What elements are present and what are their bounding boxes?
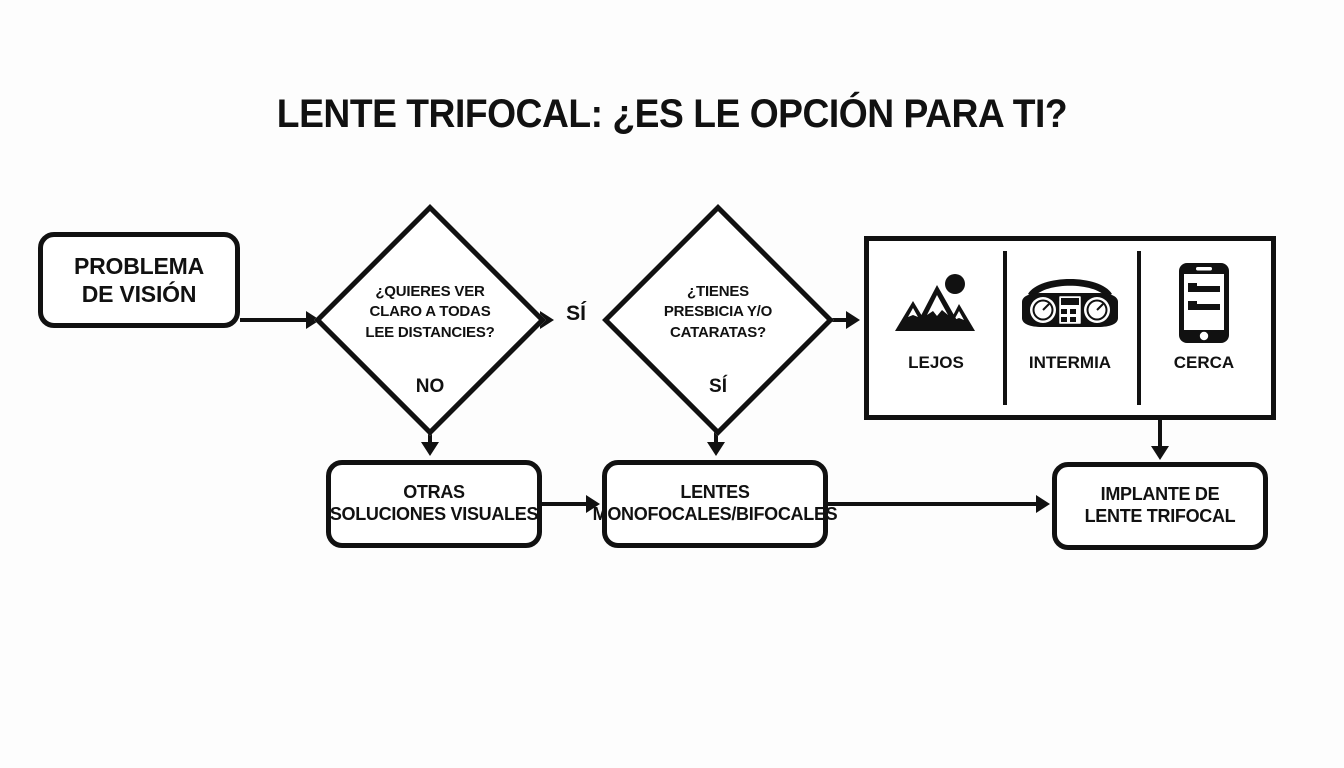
panel-label-cerca: CERCA (1173, 353, 1235, 372)
node-decision-distancias[interactable]: ¿QUIERES VER CLARO A TODAS LEE DISTANCIE… (314, 204, 546, 436)
decision1-line3: LEE DISTANCIES? (365, 323, 495, 341)
arrowhead-mono-to-implante (1036, 495, 1050, 513)
mountains-sun-icon (893, 257, 979, 349)
panel-lejos[interactable]: LEJOS (869, 241, 1003, 415)
decision2-line2: PRESBICIA Y/O (663, 303, 773, 321)
vision-ranges-panel: LEJOS (864, 236, 1276, 420)
panel-intermia[interactable]: INTERMIA (1003, 241, 1137, 415)
mono-box-line2: MONOFOCALES/BIFOCALES (592, 504, 838, 524)
implant-box-text: IMPLANTE DE LENTE TRIFOCAL (1085, 484, 1236, 528)
other-box-line1: OTRAS (403, 482, 465, 503)
other-box-line2: SOLUCIONES VISUALES (329, 504, 539, 524)
panel-label-intermia: INTERMIA (1028, 353, 1112, 372)
node-otras-soluciones-visuales[interactable]: OTRAS SOLUCIONES VISUALES (326, 460, 542, 548)
decision1-answer-no: NO (415, 376, 445, 397)
decision1-line2: CLARO A TODAS (369, 303, 491, 321)
connector-otras-to-mono (542, 502, 590, 506)
panel-cerca[interactable]: CERCA (1137, 241, 1271, 415)
arrowhead-decision1-to-otras (421, 442, 439, 456)
mono-box-text: LENTES MONOFOCALES/BIFOCALES (593, 482, 838, 526)
node-implante-lente-trifocal[interactable]: IMPLANTE DE LENTE TRIFOCAL (1052, 462, 1268, 550)
panel-label-lejos: LEJOS (908, 353, 964, 372)
edge-label-si: SÍ (566, 302, 586, 325)
mono-box-line1: LENTES (680, 482, 750, 503)
car-dashboard-icon (1018, 257, 1122, 349)
other-box-text: OTRAS SOLUCIONES VISUALES (329, 482, 539, 526)
implant-box-line2: LENTE TRIFOCAL (1084, 506, 1236, 526)
decision1-text: ¿QUIERES VER CLARO A TODAS LEE DISTANCIE… (314, 282, 546, 343)
node-decision-presbicia-cataratas[interactable]: ¿TIENES PRESBICIA Y/O CATARATAS? SÍ (602, 204, 834, 436)
node-lentes-monofocales-bifocales[interactable]: LENTES MONOFOCALES/BIFOCALES (593, 460, 838, 548)
arrowhead-panels-to-implante (1151, 446, 1169, 460)
connector-panels-to-implante (1158, 418, 1162, 450)
arrowhead-decision2-to-panels (846, 311, 860, 329)
connector-mono-to-implante (828, 502, 1040, 506)
arrowhead-start-to-decision1 (306, 311, 320, 329)
arrowhead-decision2-to-mono (707, 442, 725, 456)
implant-box-line1: IMPLANTE DE (1100, 484, 1220, 505)
connector-start-to-decision1 (240, 318, 310, 322)
decision2-line3: CATARATAS? (669, 323, 767, 341)
start-box-line1: PROBLEMA (73, 252, 204, 279)
node-problema-de-vision[interactable]: PROBLEMA DE VISIÓN (38, 232, 240, 328)
start-box-text: PROBLEMA DE VISIÓN (74, 252, 204, 308)
decision2-answer-si: SÍ (709, 376, 727, 397)
decision1-line1: ¿QUIERES VER (375, 283, 485, 300)
decision2-line1: ¿TIENES (687, 283, 749, 300)
arrowhead-decision1-si (540, 311, 554, 329)
start-box-line2: DE VISIÓN (81, 281, 197, 307)
smartphone-icon (1176, 257, 1232, 349)
page-title: LENTE TRIFOCAL: ¿ES LE OPCIÓN PARA TI? (276, 92, 1068, 136)
arrowhead-otras-to-mono (586, 495, 600, 513)
decision2-text: ¿TIENES PRESBICIA Y/O CATARATAS? (602, 282, 834, 343)
